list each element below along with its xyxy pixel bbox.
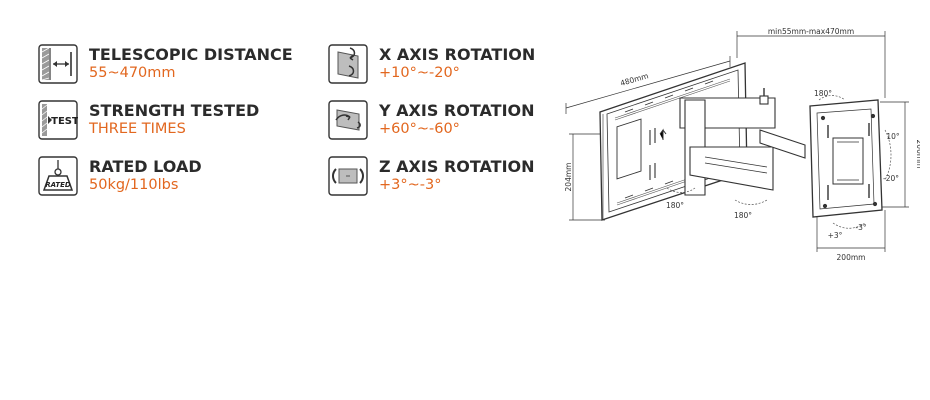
feature-title: TELESCOPIC DISTANCE bbox=[89, 45, 293, 64]
tilt-up-label: 10° bbox=[886, 132, 900, 141]
vesa-height-label: 200mm bbox=[915, 140, 920, 169]
feature-value: THREE TIMES bbox=[89, 121, 186, 137]
vesa-bracket bbox=[809, 99, 883, 218]
feature-title: Y AXIS ROTATION bbox=[379, 101, 535, 120]
level-plus-label: +3° bbox=[828, 231, 843, 240]
feature-value: +60°~-60° bbox=[379, 121, 460, 137]
feature-value: 50kg/110lbs bbox=[89, 177, 179, 193]
level-minus-label: -3° bbox=[855, 223, 866, 232]
tilt-down-label: -20° bbox=[883, 174, 899, 183]
test-icon: TEST bbox=[38, 100, 78, 140]
feature-title: STRENGTH TESTED bbox=[89, 101, 260, 120]
tv-mount-diagram: min55mm-max470mm 480mm 204mm 200mm 200mm… bbox=[564, 27, 920, 262]
feature-value: +10°~-20° bbox=[379, 65, 460, 81]
swivel-label-top: 180° bbox=[814, 89, 832, 98]
feature-title: Z AXIS ROTATION bbox=[379, 157, 535, 176]
rated-weight-icon: RATED bbox=[38, 156, 78, 196]
swivel-label-wall: 180° bbox=[666, 201, 684, 210]
vesa-width-label: 200mm bbox=[837, 253, 866, 262]
rated-icon-label: RATED bbox=[45, 181, 71, 189]
telescopic-distance-icon bbox=[38, 44, 78, 84]
extension-label: min55mm-max470mm bbox=[768, 27, 854, 36]
mount-arms bbox=[679, 88, 806, 196]
feature-title: X AXIS ROTATION bbox=[379, 45, 536, 64]
x-axis-rotation-icon bbox=[328, 44, 368, 84]
swivel-label-arm: 180° bbox=[734, 211, 752, 220]
test-icon-label: TEST bbox=[51, 116, 78, 127]
feature-value: +3°~-3° bbox=[379, 177, 442, 193]
feature-title: RATED LOAD bbox=[89, 157, 202, 176]
z-axis-rotation-icon bbox=[328, 156, 368, 196]
feature-value: 55~470mm bbox=[89, 65, 176, 81]
y-axis-rotation-icon bbox=[328, 100, 368, 140]
wall-height-label: 204mm bbox=[564, 163, 573, 192]
